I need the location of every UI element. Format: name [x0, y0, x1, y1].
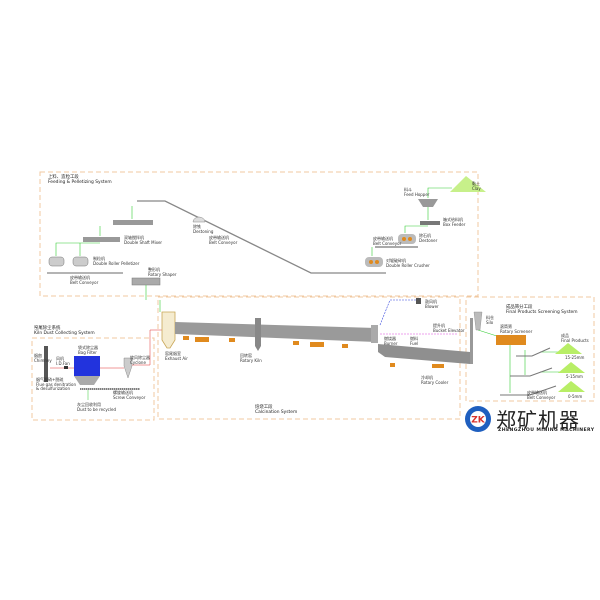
destoning-icon: [192, 216, 206, 223]
product-belt-conveyors: [500, 347, 557, 396]
kiln-inlet-chamber-icon: [161, 311, 176, 349]
rotary-screener-icon: [496, 335, 526, 345]
cyclone-icon: [123, 357, 133, 379]
pelletizer-icon: [48, 256, 65, 267]
kiln-hood-icon: [371, 325, 378, 343]
inclined-belt-conveyor: [137, 200, 386, 274]
id-fan-icon: [64, 366, 68, 369]
feed-hopper-icon: [418, 199, 438, 207]
mixer-upper-icon: [113, 220, 153, 225]
destoner-icon: [398, 234, 416, 244]
product-piles: [555, 343, 585, 392]
chimney-icon: [44, 346, 48, 382]
label-size-0-5: 0-5mm: [568, 394, 583, 399]
rotary-shaper-icon: [131, 277, 161, 286]
blower-icon: [416, 298, 421, 304]
screening-frame: [465, 296, 595, 402]
box-feeder-icon: [420, 221, 440, 225]
rotary-cooler-icon: [378, 344, 470, 364]
bag-filter-icon: [74, 356, 100, 376]
dust-frame: [31, 337, 155, 421]
label-size-15-25: 15-25mm: [565, 355, 585, 360]
rotary-kiln-icon: [175, 322, 376, 342]
pelletizer-icon: [72, 256, 89, 267]
material-flow-lines: [55, 187, 560, 393]
air-duct-line: [379, 299, 416, 326]
bucket-elevator-icon: [470, 318, 473, 364]
logo-english-name: ZHENGZHOU MINING MACHINERY: [498, 428, 595, 433]
logo-mark: ZK: [471, 416, 486, 426]
clay-pile: [450, 176, 486, 192]
crusher-icon: [365, 257, 383, 267]
logo-chinese-name: 郑矿机器: [496, 408, 580, 432]
silo-icon: [473, 311, 483, 331]
flue-gas-lines: [50, 329, 162, 369]
feeding-frame: [39, 171, 479, 297]
kiln-supports: [183, 336, 444, 368]
label-size-5-15: 5-15mm: [566, 374, 583, 379]
mixer-lower-icon: [83, 237, 120, 242]
